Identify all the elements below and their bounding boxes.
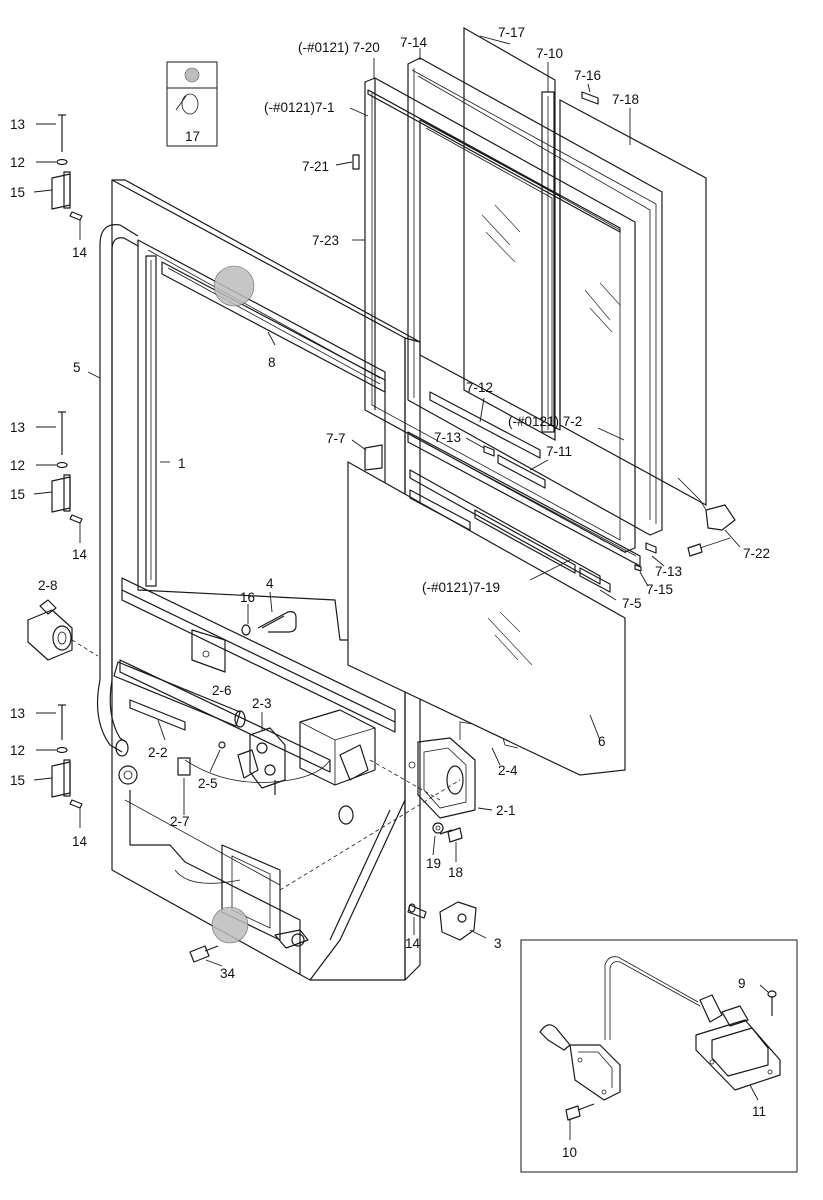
label-15-top: 15 xyxy=(10,185,25,200)
grease-point-bottom-icon xyxy=(211,906,249,944)
label-2-3: 2-3 xyxy=(252,696,272,711)
label-18: 18 xyxy=(448,865,463,880)
inset-label-10: 10 xyxy=(562,1145,577,1160)
label-7-19: (-#0121)7-19 xyxy=(422,580,500,595)
lock-cable xyxy=(184,759,331,783)
label-14-bolt: 14 xyxy=(405,936,421,951)
inset-detail-box xyxy=(520,939,798,1173)
lower-cable xyxy=(174,869,241,884)
label-7-14: 7-14 xyxy=(400,35,428,50)
label-7-23: 7-23 xyxy=(312,233,339,248)
label-16: 16 xyxy=(240,590,255,605)
lock-housing xyxy=(299,709,376,786)
label-7-7: 7-7 xyxy=(326,431,346,446)
label-15-mid: 15 xyxy=(10,487,25,502)
label-7-13-lower: 7-13 xyxy=(655,564,682,579)
label-6: 6 xyxy=(598,734,606,749)
label-7-17: 7-17 xyxy=(498,25,525,40)
oring-icon xyxy=(181,93,199,115)
window-leaders xyxy=(160,35,665,601)
u-bolt xyxy=(241,591,297,636)
label-7-16: 7-16 xyxy=(574,68,601,83)
hinge-set-top xyxy=(33,114,83,240)
inset-label-11: 11 xyxy=(752,1104,766,1119)
label-7-10: 7-10 xyxy=(536,46,563,61)
label-7-11: 7-11 xyxy=(546,444,572,459)
hinge-set-bottom xyxy=(33,704,83,828)
label-8: 8 xyxy=(268,355,276,370)
sliding-window-frame xyxy=(352,26,741,593)
grab-handle xyxy=(87,224,139,757)
label-2-4: 2-4 xyxy=(498,763,518,778)
legend-label: 17 xyxy=(185,129,200,144)
label-7-13-upper: 7-13 xyxy=(434,430,461,445)
grease-point-icon xyxy=(184,67,200,83)
striker-plate-3 xyxy=(407,901,487,941)
label-2-1: 2-1 xyxy=(496,803,516,818)
washer-bolt-18-19 xyxy=(432,822,463,862)
label-7-22: 7-22 xyxy=(743,546,770,561)
inset-label-9: 9 xyxy=(738,976,746,991)
linkage-2-2 xyxy=(129,699,186,741)
label-7-12: 7-12 xyxy=(466,380,493,395)
label-7-5: 7-5 xyxy=(622,596,642,611)
hinge-set-middle xyxy=(33,411,83,543)
label-7-2: (-#0121) 7-2 xyxy=(508,414,582,429)
label-13-mid: 13 xyxy=(10,420,25,435)
label-13-bot: 13 xyxy=(10,706,25,721)
label-1: 1 xyxy=(178,456,186,471)
outer-handle-2-1 xyxy=(408,737,493,819)
clamp-2-8 xyxy=(27,599,99,661)
rail-tube xyxy=(113,661,246,728)
label-4: 4 xyxy=(266,576,274,591)
label-12-bot: 12 xyxy=(10,743,25,758)
label-7-20: (-#0121) 7-20 xyxy=(298,40,380,55)
label-7-18: 7-18 xyxy=(612,92,639,107)
label-2-6: 2-6 xyxy=(212,683,232,698)
door-frame xyxy=(111,179,421,981)
grease-point-top-icon xyxy=(213,265,255,307)
label-5: 5 xyxy=(73,360,81,375)
dash-line-lower xyxy=(279,779,461,891)
label-14-top: 14 xyxy=(72,245,88,260)
label-7-21: 7-21 xyxy=(302,159,329,174)
label-13-top: 13 xyxy=(10,117,25,132)
latch-2-3 xyxy=(237,712,286,795)
label-3: 3 xyxy=(494,936,502,951)
label-14-bot: 14 xyxy=(72,834,88,849)
label-2-7: 2-7 xyxy=(170,814,190,829)
label-2-8: 2-8 xyxy=(38,578,58,593)
bolt-34 xyxy=(189,945,223,967)
label-12-top: 12 xyxy=(10,155,25,170)
guide-7-7 xyxy=(351,439,383,471)
label-2-5: 2-5 xyxy=(198,776,218,791)
label-7-15: 7-15 xyxy=(646,582,673,597)
label-14-mid: 14 xyxy=(72,547,88,562)
label-2-2: 2-2 xyxy=(148,745,168,760)
lower-glass-6 xyxy=(347,460,626,776)
small-parts-2-5-2-7 xyxy=(177,741,226,815)
label-7-1: (-#0121)7-1 xyxy=(264,100,335,115)
label-12-mid: 12 xyxy=(10,458,25,473)
legend-box: 17 xyxy=(166,61,218,147)
label-34: 34 xyxy=(220,966,236,981)
label-15-bot: 15 xyxy=(10,773,25,788)
label-19: 19 xyxy=(426,856,441,871)
